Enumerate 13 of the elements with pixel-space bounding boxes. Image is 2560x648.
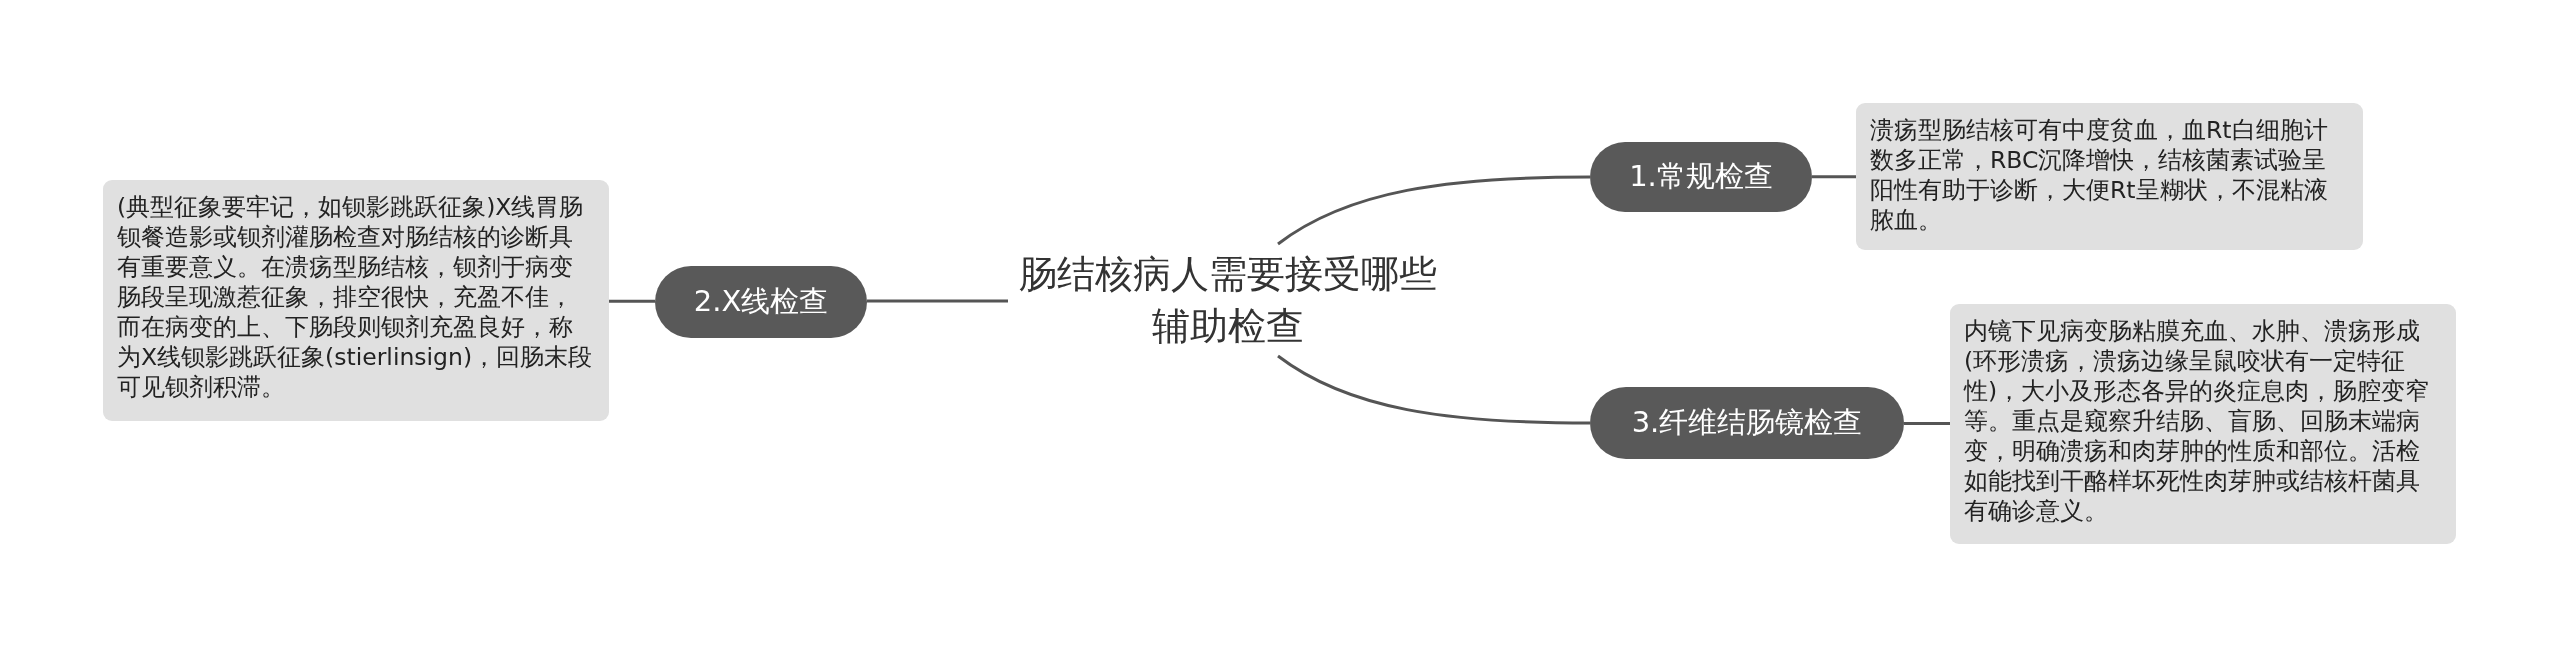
connector-line <box>1277 175 1590 246</box>
topic-pill: 2.X线检查 <box>655 266 867 338</box>
note-card: 内镜下见病变肠粘膜充血、水肿、溃疡形成(环形溃疡，溃疡边缘呈鼠咬状有一定特征性)，大小及形态各异的炎症息肉，肠腔变窄等。重点是窥察升结肠、盲肠、回肠末端病变，明确溃疡和肉芽肿的性质和部位。活检如能找到干酪样坏死性肉芽肿或结核杆菌具有确诊意义。 <box>1950 304 2456 544</box>
topic-pill: 3.纤维结肠镜检查 <box>1590 387 1904 459</box>
connector-line <box>1277 354 1590 425</box>
note-card: 溃疡型肠结核可有中度贫血，血Rt白细胞计数多正常，RBC沉降增快，结核菌素试验呈阳性有助于诊断，大便Rt呈糊状，不混粘液脓血。 <box>1856 103 2363 250</box>
central-topic: 肠结核病人需要接受哪些辅助检查 <box>1008 244 1448 356</box>
note-card: (典型征象要牢记，如钡影跳跃征象)X线胃肠钡餐造影或钡剂灌肠检查对肠结核的诊断具有重要意义。在溃疡型肠结核，钡剂于病变肠段呈现激惹征象，排空很快，充盈不佳，而在病变的上、下肠段则钡剂充盈良好，称为X线钡影跳跃征象(stierlinsign)，回肠末段可见钡剂积滞。 <box>103 180 609 421</box>
connector-line <box>1904 422 1950 425</box>
connector-line <box>867 299 1008 303</box>
topic-pill: 1.常规检查 <box>1590 142 1812 212</box>
connector-line <box>1812 175 1856 179</box>
connector-line <box>609 299 655 303</box>
